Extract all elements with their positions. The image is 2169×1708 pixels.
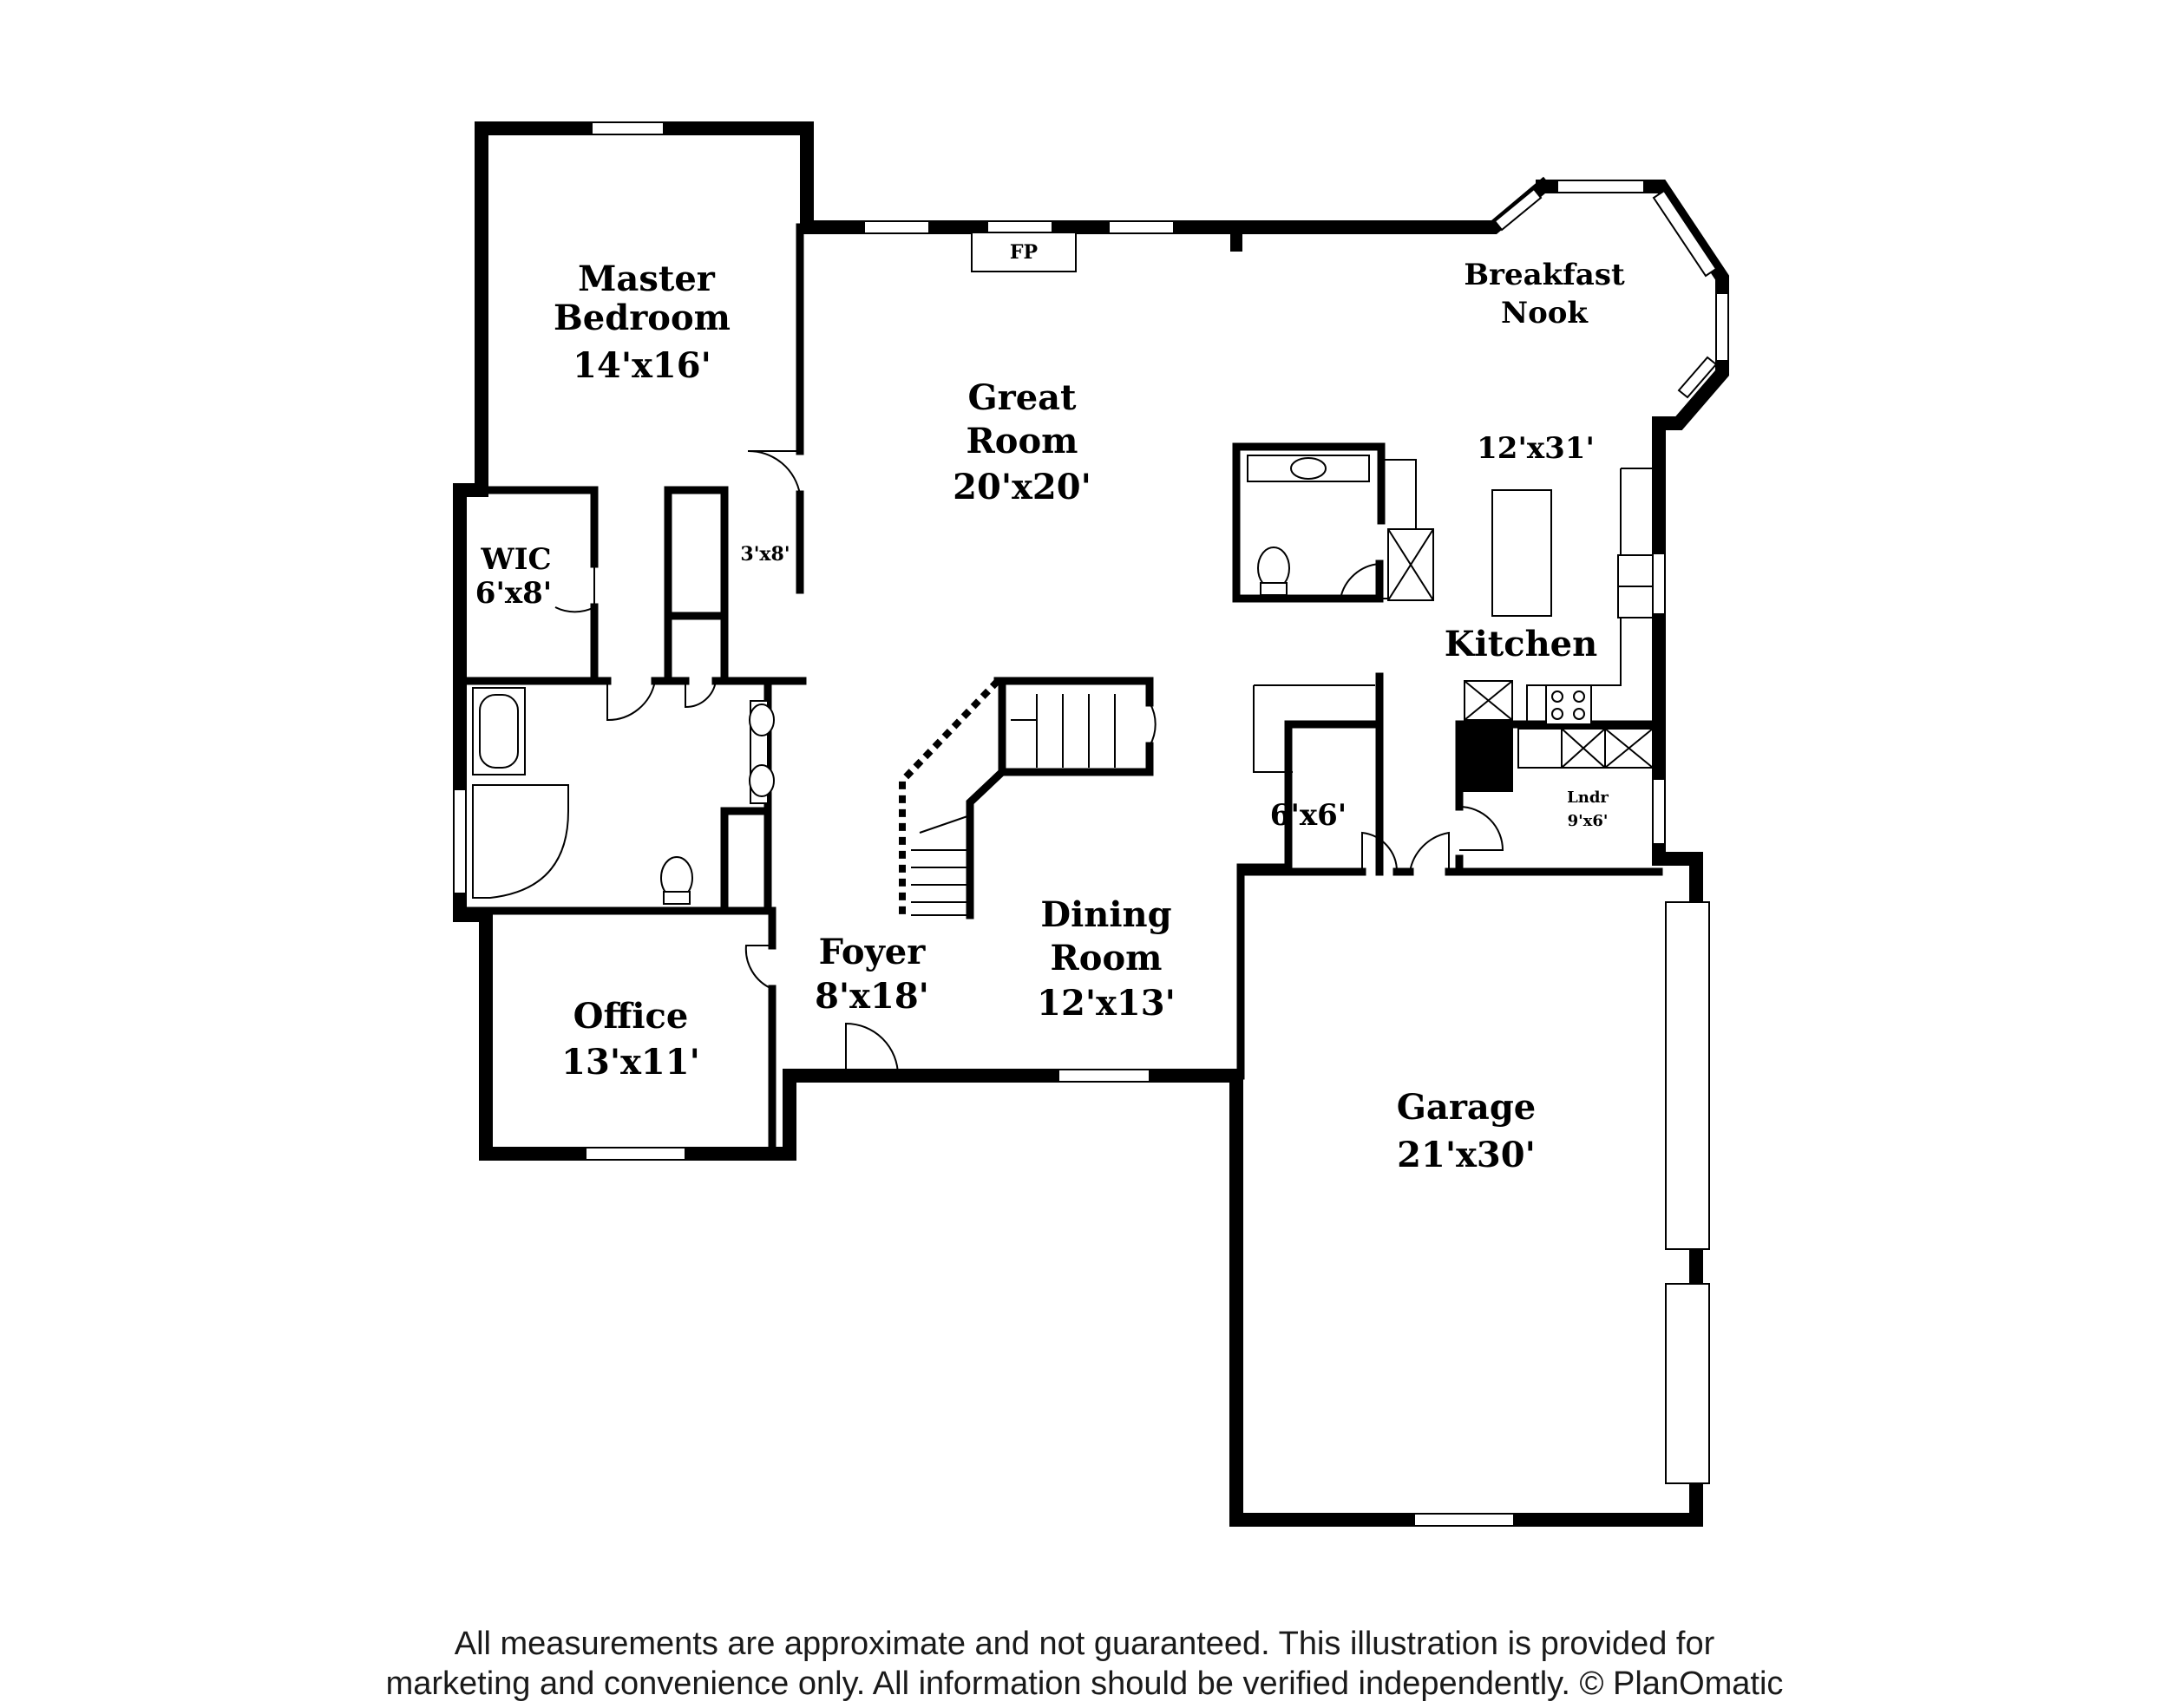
fireplace-label: FP bbox=[1010, 241, 1038, 264]
corner-tub bbox=[472, 784, 569, 899]
breakfast-nook-label: Breakfast bbox=[1464, 258, 1625, 292]
office-dims: 13'x11' bbox=[561, 1042, 700, 1083]
doors bbox=[554, 449, 1504, 1076]
garage-dims: 21'x30' bbox=[1397, 1135, 1536, 1175]
wic-label: WIC bbox=[480, 542, 551, 577]
range bbox=[1545, 684, 1592, 725]
window bbox=[1715, 292, 1729, 362]
dining-room-dims: 12'x13' bbox=[1037, 983, 1176, 1024]
office-label: Office bbox=[573, 996, 689, 1037]
disclaimer: All measurements are approximate and not… bbox=[0, 1624, 2169, 1704]
window bbox=[1493, 187, 1543, 232]
bath-fixtures bbox=[472, 455, 1370, 905]
front-door bbox=[845, 1022, 899, 1076]
foyer-label: Foyer bbox=[819, 932, 927, 972]
door-arc bbox=[744, 945, 773, 990]
great-room-label-2: Room bbox=[967, 421, 1078, 461]
door-arc bbox=[1149, 702, 1157, 747]
window bbox=[1108, 220, 1175, 234]
kitchen-island bbox=[1491, 489, 1552, 617]
closet-dims: 3'x8' bbox=[740, 543, 790, 566]
counters bbox=[971, 232, 1659, 792]
kitchen-label: Kitchen bbox=[1445, 624, 1597, 664]
window bbox=[1556, 180, 1645, 193]
master-bedroom-dims: 14'x16' bbox=[573, 345, 711, 386]
door-arc bbox=[606, 680, 656, 722]
dining-room-label: Dining bbox=[1040, 894, 1171, 935]
window bbox=[1652, 189, 1718, 278]
door-arc bbox=[1458, 806, 1504, 851]
door-arc bbox=[685, 680, 717, 709]
sink-icon bbox=[1290, 457, 1327, 480]
water-heater bbox=[1459, 727, 1513, 792]
toilet-tank bbox=[663, 891, 691, 905]
laundry-dims: 9'x6' bbox=[1568, 812, 1609, 830]
fireplace bbox=[971, 232, 1077, 272]
disclaimer-line-2: marketing and convenience only. All info… bbox=[385, 1665, 1784, 1702]
disclaimer-line-1: All measurements are approximate and not… bbox=[454, 1626, 1715, 1662]
master-bedroom-label-2: Bedroom bbox=[554, 298, 731, 338]
windows bbox=[453, 121, 1729, 1527]
room-labels: Master Bedroom 14'x16' WIC 6'x8' 3'x8' G… bbox=[475, 241, 1625, 1175]
door-arc bbox=[1409, 831, 1450, 873]
garage-door bbox=[1665, 901, 1710, 1250]
bathtub-basin bbox=[479, 694, 519, 769]
window bbox=[591, 121, 665, 135]
window bbox=[453, 789, 467, 894]
sink-icon bbox=[749, 703, 775, 736]
interior-walls bbox=[455, 223, 1663, 1158]
pantry-dims: 6'x6' bbox=[1270, 798, 1347, 833]
staircase bbox=[899, 678, 1116, 916]
breakfast-nook-label-2: Nook bbox=[1501, 296, 1589, 330]
window bbox=[1058, 1069, 1150, 1083]
master-bedroom-label: Master bbox=[578, 258, 716, 299]
toilet-tank bbox=[1260, 582, 1288, 596]
wic-dims: 6'x8' bbox=[475, 576, 552, 611]
garage-door bbox=[1665, 1283, 1710, 1484]
window bbox=[1652, 553, 1666, 615]
window bbox=[1652, 778, 1666, 845]
foyer-dims: 8'x18' bbox=[815, 976, 929, 1017]
column bbox=[1230, 234, 1242, 252]
door-arc bbox=[1361, 831, 1399, 873]
door-arc bbox=[554, 564, 595, 613]
window bbox=[863, 220, 930, 234]
garage-label: Garage bbox=[1397, 1087, 1537, 1128]
window bbox=[1677, 356, 1718, 399]
window bbox=[1413, 1513, 1515, 1527]
laundry-sink bbox=[1517, 728, 1563, 769]
door-arc bbox=[1340, 563, 1380, 599]
kitchen-dims: 12'x31' bbox=[1477, 431, 1595, 466]
window bbox=[585, 1147, 686, 1161]
laundry-label: Lndr bbox=[1567, 789, 1609, 807]
sink-icon bbox=[749, 764, 775, 797]
great-room-label: Great bbox=[967, 377, 1077, 418]
great-room-dims: 20'x20' bbox=[953, 467, 1091, 507]
door-arc bbox=[747, 449, 801, 495]
dining-room-label-2: Room bbox=[1051, 938, 1163, 978]
window bbox=[986, 220, 1053, 234]
